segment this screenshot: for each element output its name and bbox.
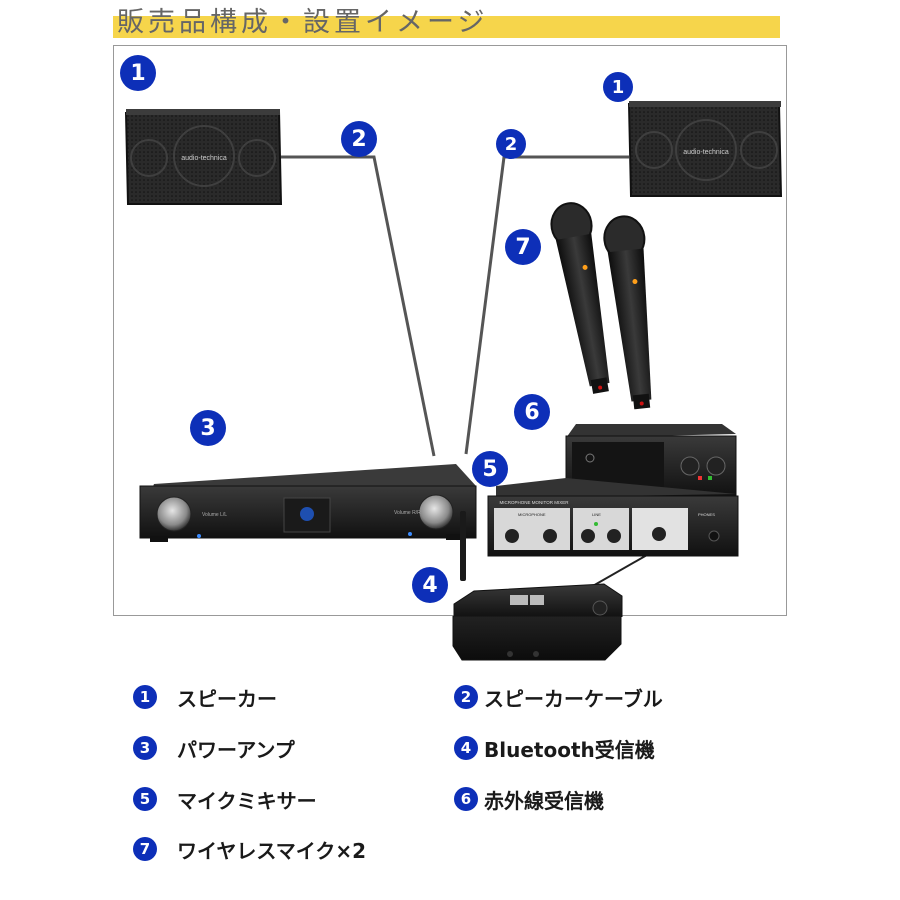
badge-cable-left: 2	[341, 121, 377, 157]
bluetooth-receiver-base	[452, 616, 622, 661]
legend-item-bluetooth: 4 Bluetooth受信機	[454, 733, 655, 763]
bluetooth-receiver	[453, 511, 623, 617]
legend-item-speaker: 1 スピーカー	[133, 682, 277, 712]
legend-label: スピーカー	[177, 686, 277, 711]
legend-label: パワーアンプ	[177, 737, 295, 762]
legend-item-ir-receiver: 6 赤外線受信機	[454, 784, 604, 814]
badge-bluetooth: 4	[412, 567, 448, 603]
legend-num: 7	[133, 837, 157, 861]
legend-item-power-amp: 3 パワーアンプ	[133, 733, 295, 763]
mixer-title: MICROPHONE MONITOR MIXER	[500, 500, 570, 505]
mixer-section-phones: PHONES	[698, 512, 715, 517]
speaker-cable-left	[281, 155, 436, 457]
page-title: 販売品構成・設置イメージ	[117, 7, 489, 38]
legend-item-wireless-mic: 7 ワイヤレスマイク×2	[133, 834, 366, 864]
legend-label: スピーカーケーブル	[484, 686, 663, 711]
badge-speaker-left: 1	[120, 55, 156, 91]
speaker-left-brand: audio-technica	[181, 155, 227, 162]
badge-mics: 7	[505, 229, 541, 265]
legend-label: 赤外線受信機	[484, 788, 604, 813]
mixer-section-mic: MICROPHONE	[518, 512, 546, 517]
legend-num: 2	[454, 685, 478, 709]
wireless-mic-1	[550, 202, 610, 394]
power-amp: Volume L/L Volume R/R	[139, 464, 477, 542]
badge-amp: 3	[190, 410, 226, 446]
legend-label: ワイヤレスマイク×2	[177, 838, 367, 863]
title-highlight	[113, 16, 780, 38]
legend-num: 1	[133, 685, 157, 709]
legend-num: 3	[133, 736, 157, 760]
wireless-mic-2	[603, 215, 652, 410]
page-header: 販売品構成・設置イメージ	[113, 0, 780, 38]
mic-mixer: MICROPHONE MONITOR MIXER MICROPHONE LINE…	[487, 478, 739, 557]
speaker-left: audio-technica	[124, 109, 283, 205]
badge-ir-receiver: 6	[514, 394, 550, 430]
diagram-illustration: audio-technica audio-technica	[124, 101, 783, 617]
legend-num: 6	[454, 787, 478, 811]
amp-knob-left-label: Volume L/L	[202, 512, 227, 518]
legend-num: 5	[133, 787, 157, 811]
legend-num: 4	[454, 736, 478, 760]
speaker-right: audio-technica	[627, 101, 783, 197]
amp-knob-right-label: Volume R/R	[394, 510, 421, 516]
badge-cable-right: 2	[496, 129, 526, 159]
legend-item-speaker-cable: 2 スピーカーケーブル	[454, 682, 663, 712]
legend-label: マイクミキサー	[177, 788, 317, 813]
legend-item-mixer: 5 マイクミキサー	[133, 784, 317, 814]
legend-label: Bluetooth受信機	[484, 737, 655, 762]
setup-diagram: audio-technica audio-technica	[113, 45, 787, 617]
badge-mixer: 5	[472, 451, 508, 487]
speaker-right-brand: audio-technica	[683, 149, 729, 156]
badge-speaker-right: 1	[603, 72, 633, 102]
mixer-section-line: LINE	[592, 512, 601, 517]
